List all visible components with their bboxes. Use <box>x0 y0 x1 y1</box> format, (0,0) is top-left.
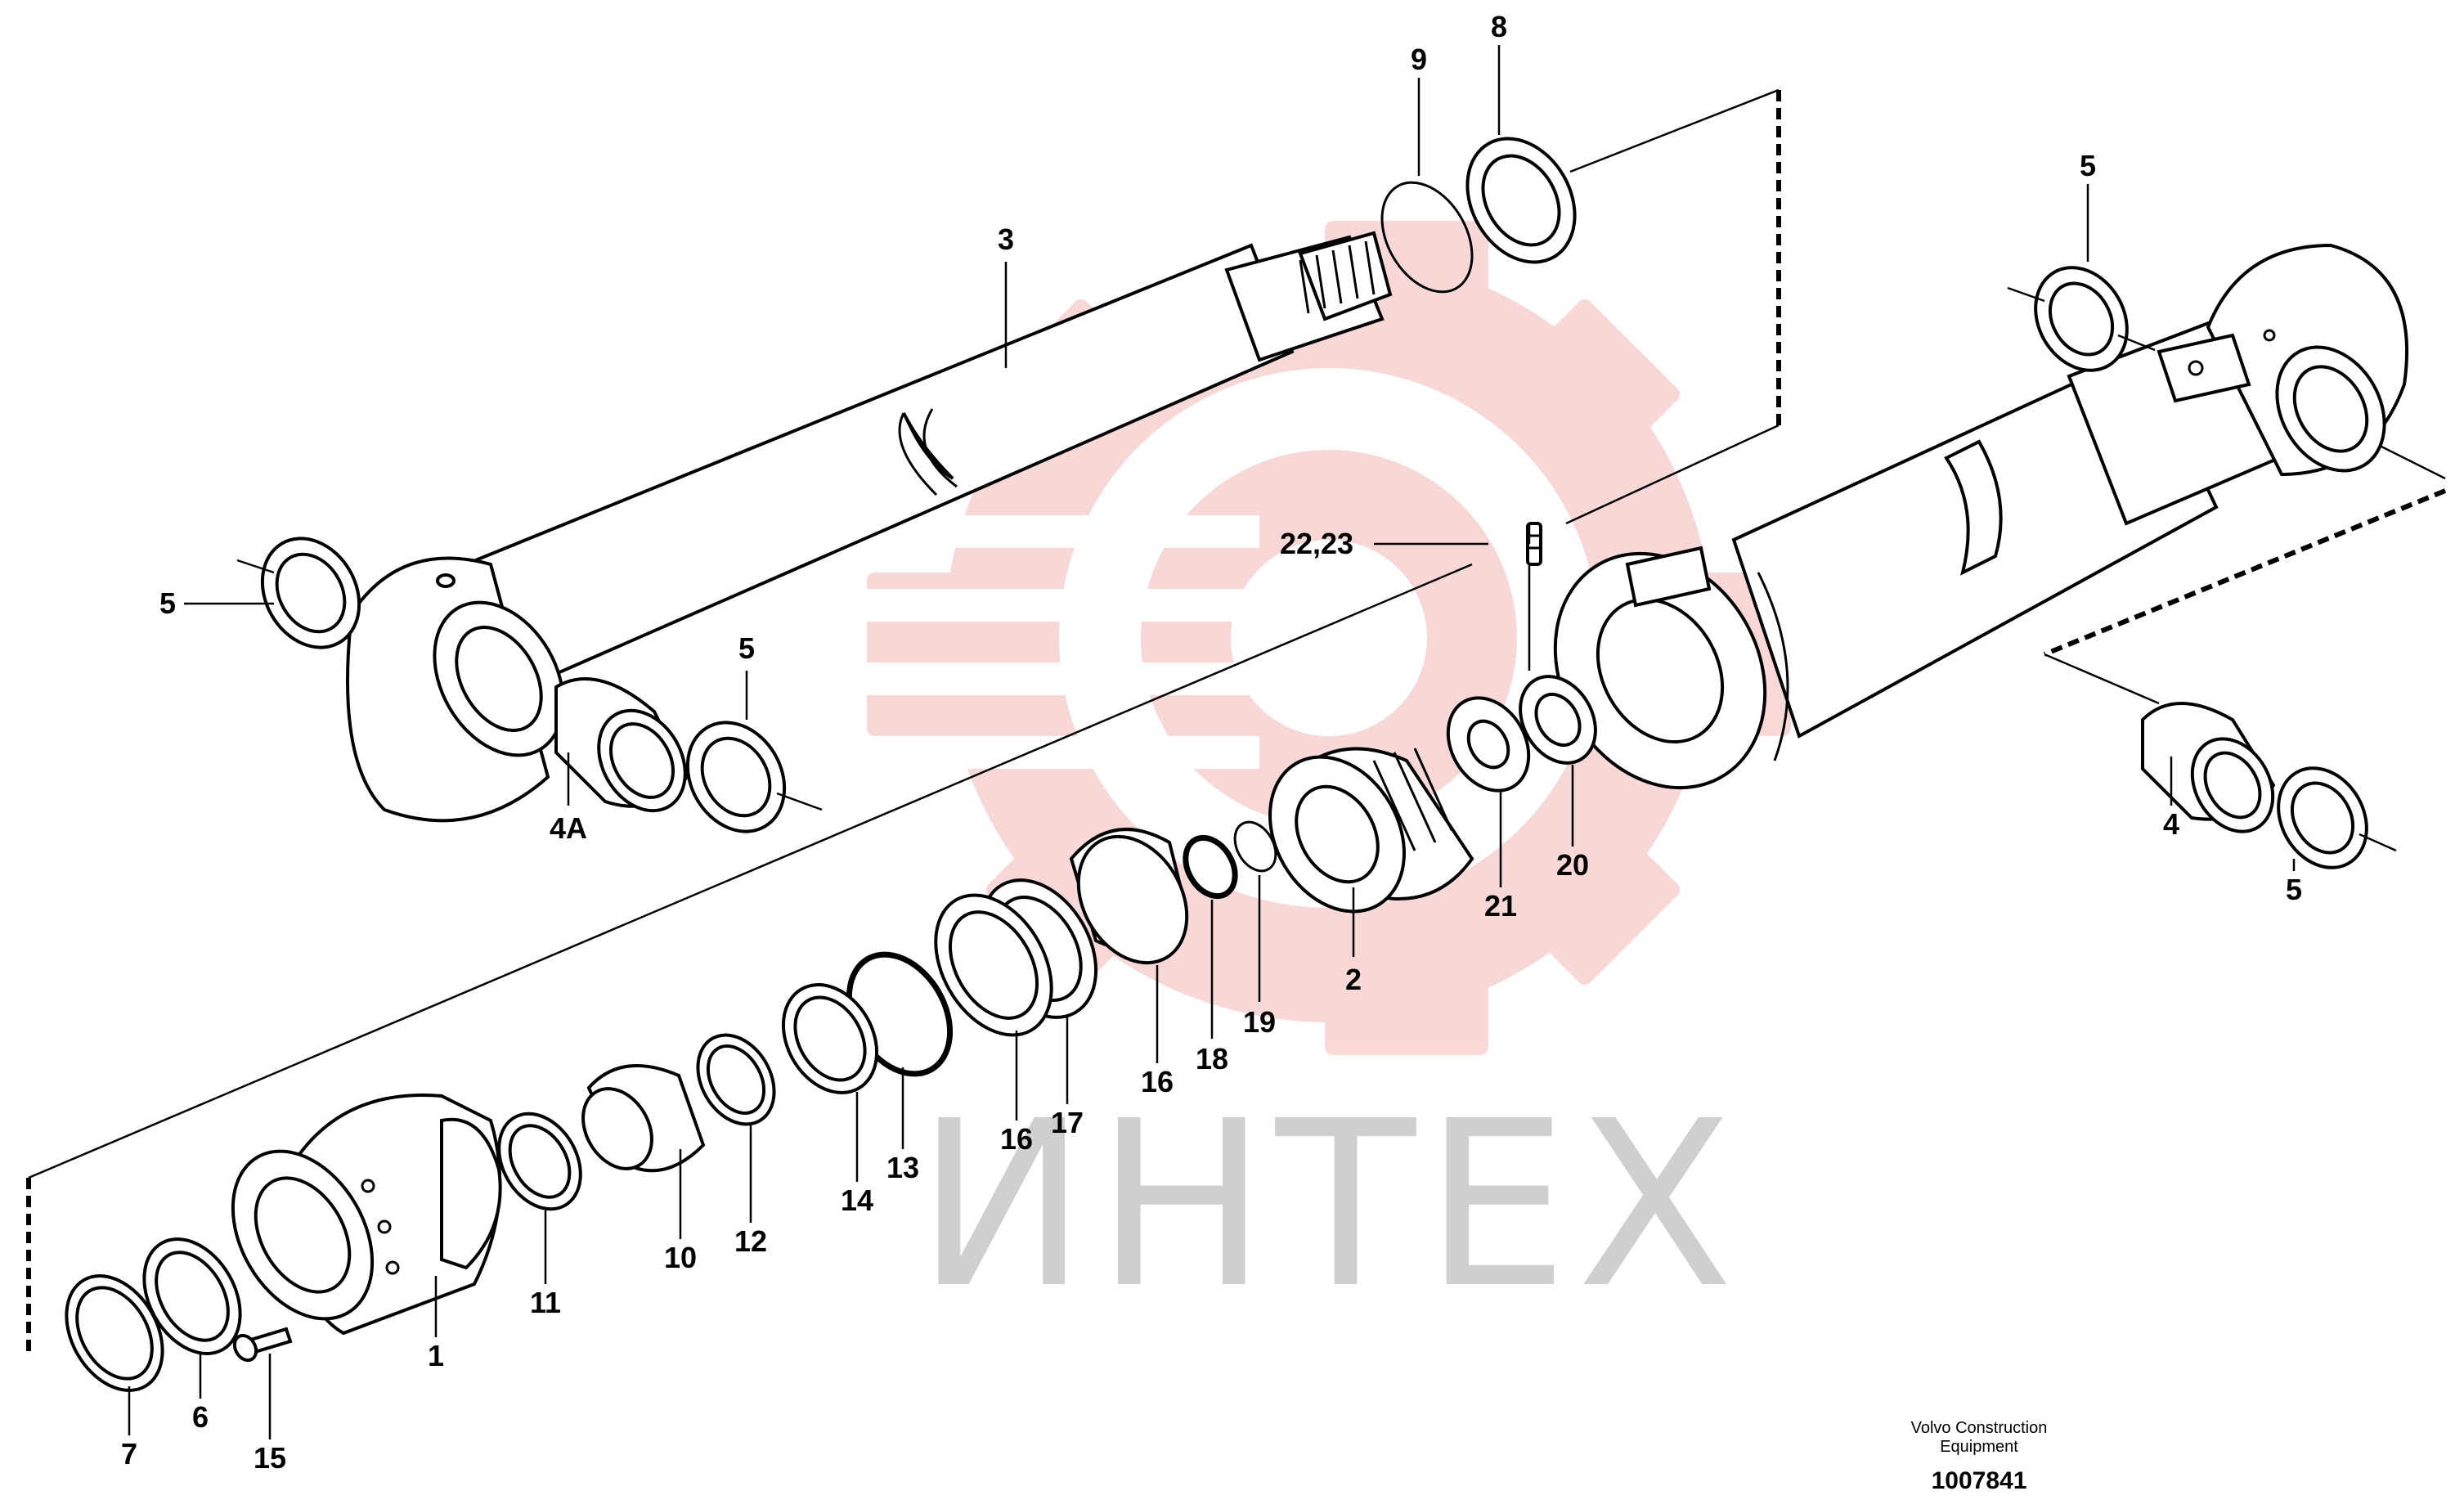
piston-2 <box>1268 747 1474 914</box>
bushing-6 <box>142 1237 242 1355</box>
callout-17: 17 <box>1051 1106 1084 1139</box>
callout-10: 10 <box>664 1241 697 1274</box>
brand-line-1: Volvo Construction <box>1911 1419 2048 1437</box>
bushing-4a <box>554 677 689 813</box>
brand-line-2: Equipment <box>1940 1438 2018 1456</box>
wear-ring-16-right <box>1069 828 1189 965</box>
o-ring-19 <box>1233 820 1277 873</box>
watermark-text: ИНТЕХ <box>916 1072 1742 1339</box>
assembly-guide-lines <box>26 88 2447 1358</box>
callout-21: 21 <box>1484 889 1517 923</box>
callout-labels: 3 9 8 5 5 4A 5 4 5 22,23 21 20 2 19 18 1… <box>121 10 2302 1475</box>
cylinder-head-1 <box>231 1094 502 1336</box>
document-number: 1007841 <box>1932 1467 2027 1494</box>
seal-ring-5-center <box>685 721 823 833</box>
callout-2: 2 <box>1345 963 1362 996</box>
callout-5-right-bottom: 5 <box>2286 873 2302 906</box>
callout-14: 14 <box>841 1183 873 1217</box>
rod-eye-housing <box>346 556 565 823</box>
ring-11 <box>497 1112 582 1211</box>
callout-11: 11 <box>530 1286 561 1319</box>
callout-18: 18 <box>1196 1042 1228 1076</box>
callout-8: 8 <box>1491 10 1507 43</box>
bushing-10 <box>581 1064 706 1173</box>
cylinder-head-flange <box>1553 546 1789 790</box>
lock-washer-21 <box>1446 696 1531 793</box>
callout-6: 6 <box>192 1400 209 1434</box>
callout-4: 4 <box>2163 807 2179 841</box>
seal-ring-5-left <box>236 537 361 649</box>
callout-leaders <box>128 45 2296 1439</box>
callout-7: 7 <box>121 1437 137 1471</box>
wear-ring-16-left <box>934 893 1053 1037</box>
seal-12 <box>696 1033 776 1126</box>
callout-5-left: 5 <box>159 586 176 620</box>
callout-16-left: 16 <box>1000 1122 1033 1156</box>
callout-4a: 4A <box>550 811 587 845</box>
cylinder-barrel <box>1731 243 2408 739</box>
bolt-15 <box>232 1327 293 1363</box>
nut-20 <box>1519 675 1597 765</box>
callout-20: 20 <box>1556 848 1589 882</box>
backup-ring-14 <box>781 983 879 1094</box>
callout-3: 3 <box>998 222 1014 256</box>
footer-brand: Volvo Construction Equipment 1007841 <box>1911 1419 2048 1494</box>
retaining-ring-9 <box>1380 181 1474 294</box>
wiper-7 <box>65 1274 164 1392</box>
callout-22-23: 22,23 <box>1280 527 1353 560</box>
callout-1: 1 <box>428 1339 444 1372</box>
callout-16-right: 16 <box>1141 1065 1174 1098</box>
callout-5-center: 5 <box>738 631 755 665</box>
seal-ring-5-right-bottom <box>2277 766 2397 869</box>
callout-13: 13 <box>886 1151 919 1184</box>
wiper-seal-8 <box>1465 137 1577 264</box>
callout-9: 9 <box>1411 43 1427 76</box>
seal-ring-5-right-top <box>2007 266 2156 372</box>
callout-19: 19 <box>1243 1005 1276 1039</box>
bushing-4 <box>2141 702 2276 833</box>
callout-15: 15 <box>254 1441 286 1475</box>
callout-12: 12 <box>734 1224 767 1258</box>
o-ring-18 <box>1183 834 1238 900</box>
callout-5-right-top: 5 <box>2080 149 2096 182</box>
